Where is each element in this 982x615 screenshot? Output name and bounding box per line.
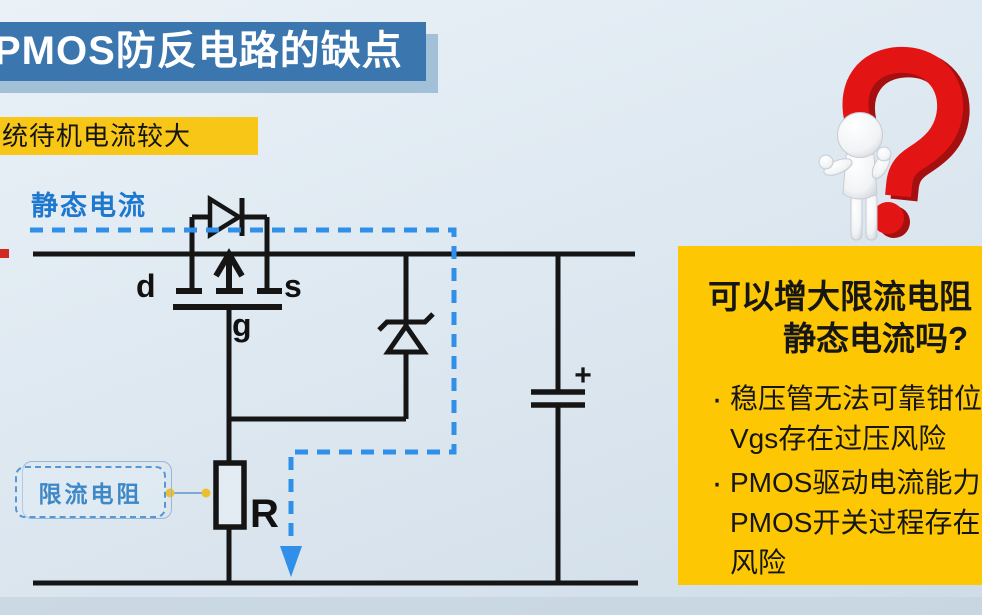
resistor-icon [213,460,247,530]
bullet-line: PMOS开关过程存在 [730,507,981,538]
bottom-band [0,597,982,615]
bullet-text: 稳压管无法可靠钳位 Vgs存在过压风险 [730,379,982,459]
red-marker-fragment [0,249,9,258]
capacitor-plus-label: + [574,359,592,392]
bullet-line: 风险 [730,547,787,578]
bullet-line: 稳压管无法可靠钳位 [730,383,982,414]
page-title: PMOS防反电路的缺点 [0,22,426,81]
resistor-label: 限流电阻 [38,481,143,507]
resistor-label-box: 限流电阻 [15,466,166,518]
body-diode-icon [207,194,245,240]
capacitor-icon: + [531,359,592,408]
subtitle-banner: 统待机电流较大 [0,117,258,155]
person-leg [850,193,863,241]
panel-title-line: 静态电流吗? [783,320,969,357]
mosfet-gate-label: g [232,307,252,343]
mosfet-drain-label: d [136,268,156,304]
quiescent-current-path [30,227,457,577]
bullet-line: Vgs存在过压风险 [730,423,947,454]
circuit-wires [33,214,638,586]
resistor-label-ghost-frame [22,461,172,519]
quiescent-current-label: 静态电流 [31,191,147,221]
mosfet-symbol [173,248,282,310]
panel-title-line: 可以增大限流电阻 [708,278,972,315]
question-mark-icon [842,46,970,238]
question-figure [818,46,970,241]
bullet-item: · PMOS驱动电流能力 PMOS开关过程存在 风险 [678,463,982,583]
person-left-arm [823,158,853,176]
question-panel: 可以增大限流电阻 静态电流吗? · 稳压管无法可靠钳位 Vgs存在过压风险 · … [678,246,982,585]
current-arrow-head [280,546,302,577]
bullet-marker: · [711,380,723,418]
bullet-line: PMOS驱动电流能力 [730,467,981,498]
person-left-hand [818,154,834,170]
person-head [837,112,883,158]
connector-dot [165,488,175,498]
person-icon [818,112,892,241]
person-right-hand [876,146,892,162]
resistor-ref-label: R [250,492,279,536]
connector-dot [201,488,211,498]
mosfet-source-label: s [284,268,302,304]
mosfet-body-arrow-head [213,248,245,278]
bullet-marker: · [711,464,723,502]
zener-diode-icon [377,312,435,355]
bullet-text: PMOS驱动电流能力 PMOS开关过程存在 风险 [730,463,980,583]
bullet-item: · 稳压管无法可靠钳位 Vgs存在过压风险 [678,379,982,459]
panel-bullet-list: · 稳压管无法可靠钳位 Vgs存在过压风险 · PMOS驱动电流能力 PMOS开… [678,379,982,583]
panel-title: 可以增大限流电阻 静态电流吗? [678,276,982,360]
person-leg [865,193,878,241]
